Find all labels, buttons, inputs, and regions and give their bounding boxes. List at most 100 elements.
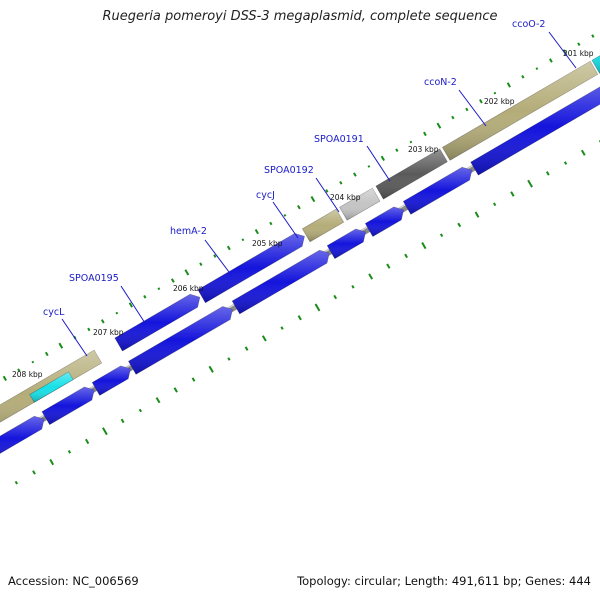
gc-dash <box>208 365 214 373</box>
inner-cds-5 <box>231 249 330 315</box>
leader-line <box>315 177 340 213</box>
gene-label: ccoN-2 <box>424 77 457 88</box>
inner-cds-1 <box>0 415 45 454</box>
callout-spoa0192: SPOA0192 <box>264 165 340 213</box>
gene-label: SPOA0192 <box>264 165 314 176</box>
gc-dash <box>421 242 427 250</box>
gene-label: hemA-2 <box>170 226 207 237</box>
gc-dash <box>87 327 91 332</box>
tick-202-label: 202 kbp <box>484 97 515 106</box>
gc-dash <box>380 155 385 161</box>
gc-dash <box>67 450 72 454</box>
gc-dash <box>269 221 273 226</box>
callout-hema-2: hemA-2 <box>170 226 233 277</box>
gc-dash <box>563 161 568 165</box>
gc-dash <box>102 427 108 436</box>
gc-dash <box>310 195 316 203</box>
tick-203-label: 203 kbp <box>408 145 439 154</box>
gc-dash <box>254 228 259 235</box>
gc-dash <box>49 459 55 466</box>
gc-dash <box>333 294 338 300</box>
gc-dash <box>395 148 399 152</box>
outer-cds-1 <box>114 293 201 352</box>
leader-line <box>548 31 577 69</box>
gc-dash <box>143 295 147 299</box>
gc-dash <box>314 303 321 312</box>
gc-dash <box>32 470 36 475</box>
gc-dash <box>241 238 245 242</box>
gc-dash <box>325 189 329 193</box>
gc-dash <box>351 285 355 289</box>
gc-dash <box>85 438 90 445</box>
callout-cycj: cycJ <box>256 190 299 239</box>
gc-dash <box>155 397 161 404</box>
gc-dash <box>44 351 49 357</box>
gc-dash <box>367 165 371 168</box>
gc-dash <box>353 172 357 177</box>
inner-cds-3 <box>91 365 131 396</box>
callout-ccoo-2: ccoO-2 <box>512 19 577 69</box>
gc-dash <box>297 315 302 321</box>
accession-text: Accession: NC_006569 <box>8 574 139 588</box>
gc-dash <box>138 408 142 413</box>
outer-highlight-left <box>29 371 74 403</box>
gc-dash <box>170 278 175 283</box>
tick-207-label: 207 kbp <box>93 328 124 337</box>
tick-208-label: 208 kbp <box>12 370 43 379</box>
inner-cds-4 <box>128 306 233 375</box>
gc-dash <box>535 67 539 71</box>
gc-dash <box>261 335 267 342</box>
gc-dash <box>100 319 105 324</box>
inner-cds-8 <box>402 166 473 215</box>
gc-dash <box>244 346 249 351</box>
callout-ccon-2: ccoN-2 <box>424 77 487 127</box>
gc-dash <box>339 181 343 185</box>
inner-cds-6 <box>326 228 366 260</box>
gc-dash <box>506 82 511 88</box>
gene-label: SPOA0191 <box>314 134 364 145</box>
gc-dash <box>297 204 301 210</box>
gc-dash <box>527 179 533 188</box>
outer-rna-long <box>441 60 599 161</box>
gc-dash <box>549 58 553 63</box>
callout-spoa0195: SPOA0195 <box>69 273 146 324</box>
gc-dash <box>115 311 119 315</box>
leader-line <box>204 239 233 277</box>
gc-dash <box>58 342 64 349</box>
gc-content-ring <box>2 34 600 485</box>
gc-dash <box>521 75 525 79</box>
gc-dash <box>493 91 497 95</box>
gc-dash <box>493 202 497 207</box>
gc-dash <box>404 253 408 259</box>
gc-dash <box>386 263 391 269</box>
leader-line <box>61 318 88 357</box>
gc-dash <box>2 375 7 382</box>
gc-dash <box>14 480 18 485</box>
gc-dash <box>580 149 586 156</box>
outer-highlight-right <box>591 55 600 74</box>
tick-201-label: 201 kbp <box>563 49 594 58</box>
gc-dash <box>128 302 133 308</box>
leader-line <box>120 285 146 324</box>
outer-dark-gene <box>375 148 448 200</box>
gc-dash <box>226 245 231 251</box>
gc-dash <box>436 122 442 129</box>
gene-label: cycL <box>43 307 65 318</box>
tick-205-label: 205 kbp <box>252 239 283 248</box>
leader-line <box>272 201 299 239</box>
gene-features <box>0 55 600 454</box>
callout-cycl: cycL <box>43 307 88 357</box>
gc-dash <box>120 418 125 424</box>
gc-dash <box>409 140 413 144</box>
gc-dash <box>591 34 595 38</box>
inner-cds-2 <box>41 386 95 426</box>
outer-light-gene <box>339 187 381 221</box>
gc-dash <box>227 357 231 361</box>
gc-dash <box>157 287 161 291</box>
gene-label: ccoO-2 <box>512 19 545 30</box>
callout-spoa0191: SPOA0191 <box>314 134 391 182</box>
gc-dash <box>451 115 455 120</box>
